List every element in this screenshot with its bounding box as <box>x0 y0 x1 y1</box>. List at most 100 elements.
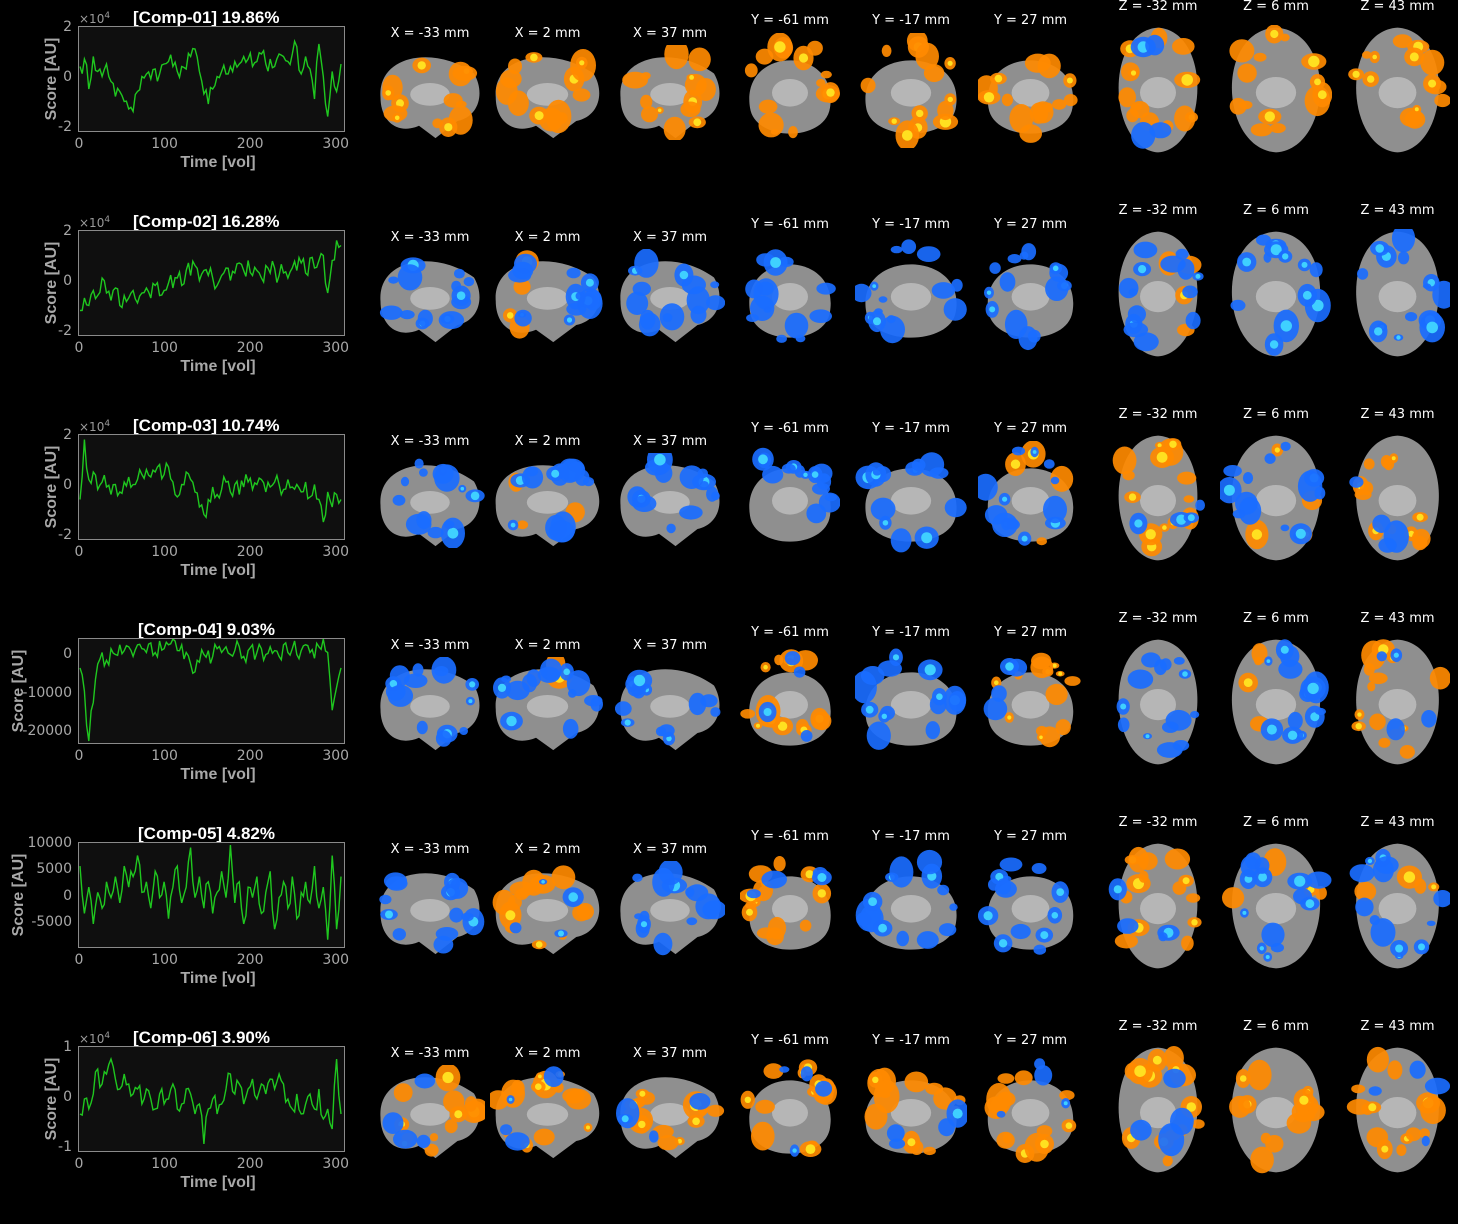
activation-cluster <box>860 77 876 94</box>
activation-peak <box>1113 885 1122 894</box>
activation-cluster <box>855 671 877 704</box>
activation-peak <box>1357 712 1362 717</box>
slice-coordinate-label: Y = 27 mm <box>993 1033 1068 1048</box>
activation-cluster <box>1392 34 1413 48</box>
activation-cluster <box>1387 1060 1403 1080</box>
activation-cluster <box>640 94 653 109</box>
activation-cluster <box>1043 495 1067 524</box>
white-matter <box>1011 895 1050 923</box>
activation-peak <box>891 118 897 124</box>
activation-cluster <box>795 334 806 343</box>
activation-cluster <box>443 520 455 529</box>
brain-slice-ax <box>1345 25 1450 155</box>
activation-peak <box>1428 79 1437 88</box>
activation-peak <box>1312 299 1324 312</box>
y-tick-label: 1 <box>63 1039 72 1055</box>
brain-slice-cor <box>740 441 840 556</box>
y-tick-label: 2 <box>63 223 72 239</box>
brain-slice-sag <box>615 861 725 956</box>
slice-coordinate-label: Z = 43 mm <box>1360 203 1435 218</box>
slice-coordinate-label: Z = 6 mm <box>1243 407 1309 422</box>
activation-peak <box>1157 443 1162 448</box>
activation-cluster <box>1229 97 1247 115</box>
activation-cluster <box>686 286 710 315</box>
white-matter <box>1011 79 1050 107</box>
activation-peak <box>770 257 781 268</box>
activation-peak <box>558 930 564 937</box>
brain-slice-cor <box>855 237 967 352</box>
activation-peak <box>1152 1055 1162 1065</box>
slice-coordinate-label: X = 37 mm <box>632 230 708 245</box>
brain-slice-ax <box>1345 1045 1450 1175</box>
activation-peak <box>1314 78 1321 86</box>
activation-peak <box>803 472 808 477</box>
activation-cluster <box>978 473 998 501</box>
white-matter <box>410 1103 450 1126</box>
slice-coordinate-label: X = 2 mm <box>514 230 581 245</box>
white-matter <box>890 487 932 515</box>
activation-peak <box>916 109 924 118</box>
activation-cluster <box>399 310 415 320</box>
brain-slice-cor <box>855 441 967 556</box>
activation-cluster <box>1138 870 1149 883</box>
activation-cluster <box>758 112 784 138</box>
brain-slice-sag <box>615 657 725 752</box>
activation-cluster <box>385 876 408 891</box>
slice-coordinate-label: Y = -61 mm <box>751 13 829 28</box>
x-tick-label: 300 <box>322 136 350 152</box>
brain-slice-sag <box>490 249 605 344</box>
brain-slice-ax <box>1220 25 1332 155</box>
activation-cluster <box>616 1098 640 1129</box>
x-tick-label: 200 <box>236 544 264 560</box>
activation-cluster <box>1130 1119 1152 1141</box>
slice-coordinate-label: Y = -61 mm <box>751 217 829 232</box>
slice-coordinate-label: Y = -17 mm <box>872 625 950 640</box>
activation-cluster <box>397 264 423 291</box>
white-matter <box>1140 77 1176 109</box>
white-matter <box>526 899 569 922</box>
activation-cluster <box>449 907 464 923</box>
activation-cluster <box>695 78 716 101</box>
activation-cluster <box>663 116 686 140</box>
multiplier-base: ×10 <box>79 12 105 26</box>
activation-cluster <box>1112 446 1137 475</box>
brain-slice-cor <box>855 849 967 964</box>
brain-slice-ax <box>1220 433 1332 563</box>
activation-cluster <box>1050 476 1060 485</box>
brain-slice-sag <box>490 861 605 956</box>
activation-cluster <box>569 461 585 473</box>
activation-cluster <box>632 873 643 882</box>
brain-slice-cor <box>855 33 967 148</box>
timecourse-plot <box>78 1046 345 1152</box>
activation-peak <box>1368 1103 1377 1112</box>
activation-peak <box>1239 1075 1247 1082</box>
activation-peak <box>1191 919 1198 926</box>
activation-cluster <box>1045 276 1069 301</box>
activation-cluster <box>784 312 809 339</box>
multiplier-exponent: 4 <box>104 11 111 21</box>
activation-cluster <box>454 268 465 279</box>
activation-peak <box>1039 735 1043 740</box>
activation-cluster <box>1123 322 1149 338</box>
y-tick-label: -2 <box>58 527 72 543</box>
activation-cluster <box>1232 509 1246 519</box>
activation-peak <box>389 680 398 688</box>
activation-cluster <box>983 697 1008 721</box>
activation-cluster <box>403 673 428 688</box>
activation-cluster <box>689 1093 711 1110</box>
white-matter <box>650 491 690 514</box>
activation-cluster <box>1424 1077 1450 1095</box>
activation-peak <box>872 1076 879 1083</box>
white-matter <box>1255 485 1297 517</box>
activation-cluster <box>574 469 590 486</box>
activation-cluster <box>1127 669 1154 689</box>
activation-peak <box>746 908 753 916</box>
activation-cluster <box>989 262 1001 274</box>
activation-cluster <box>1412 535 1428 551</box>
white-matter <box>526 1103 569 1126</box>
y-tick-label: -5000 <box>31 913 72 930</box>
activation-cluster <box>1160 255 1186 273</box>
x-tick-label: 300 <box>322 544 350 560</box>
activation-cluster <box>744 63 758 78</box>
